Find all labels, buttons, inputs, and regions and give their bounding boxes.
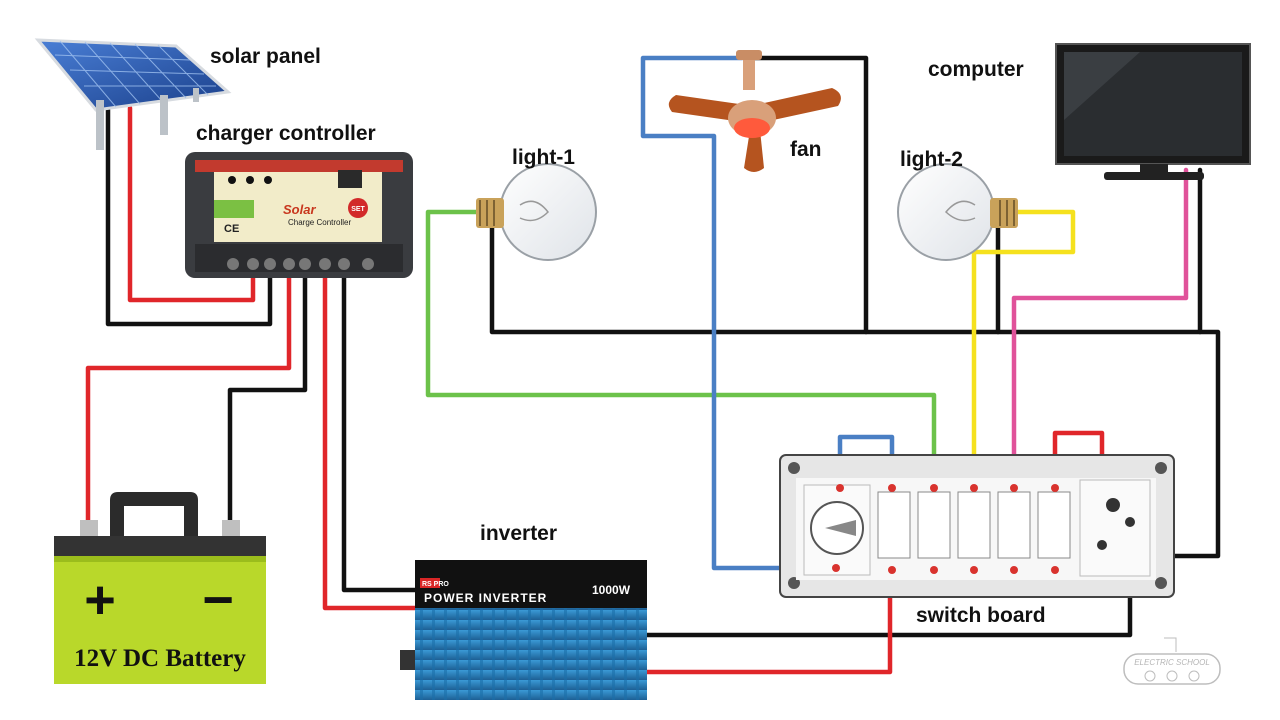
wire-fan-blue xyxy=(640,55,839,571)
set-button-icon xyxy=(348,198,368,218)
wire-battery-red xyxy=(85,259,292,525)
charge-controller: SET CE Solar Charge Controller xyxy=(185,152,413,278)
label-light-1: light-1 xyxy=(512,146,575,169)
switch-2[interactable] xyxy=(917,491,951,559)
power-socket[interactable] xyxy=(1079,479,1151,577)
controller-ce-mark: CE xyxy=(224,223,239,235)
inverter-brand-badge: RS PRO xyxy=(422,581,449,588)
battery: + − 12V DC Battery xyxy=(54,492,266,684)
battery-label: 12V DC Battery xyxy=(74,645,246,672)
inverter: RS PRO POWER INVERTER 1000W xyxy=(400,560,647,700)
label-solar-panel: solar panel xyxy=(210,45,321,68)
wire-computer-pink xyxy=(1011,167,1189,491)
switch-1[interactable] xyxy=(877,491,911,559)
wire-solar-red xyxy=(127,105,256,303)
computer-monitor xyxy=(1055,43,1251,180)
wire-light2-yellow xyxy=(971,209,1076,491)
label-switch-board: switch board xyxy=(916,604,1046,627)
switch-board xyxy=(779,454,1175,598)
solar-panel xyxy=(34,38,232,150)
wire-fan-return xyxy=(752,55,869,335)
switch-4[interactable] xyxy=(997,491,1031,559)
light-1-bulb xyxy=(476,163,597,261)
fan-regulator-knob[interactable] xyxy=(803,484,871,576)
watermark-text: ELECTRIC SCHOOL xyxy=(1134,658,1210,667)
controller-brand: Solar xyxy=(283,202,316,217)
label-computer: computer xyxy=(928,58,1024,81)
label-fan: fan xyxy=(790,138,822,161)
wire-light1-green xyxy=(425,209,937,491)
label-inverter: inverter xyxy=(480,522,557,545)
battery-minus-icon: − xyxy=(202,570,234,630)
wire-battery-black xyxy=(227,259,308,525)
label-charger-controller: charger controller xyxy=(196,122,376,145)
battery-plus-icon: + xyxy=(84,570,116,630)
wires xyxy=(85,55,1221,675)
wire-ac-common-bus xyxy=(489,219,1221,559)
controller-subtitle: Charge Controller xyxy=(288,218,351,227)
switch-5[interactable] xyxy=(1037,491,1071,559)
inverter-power: 1000W xyxy=(592,583,631,597)
wire-inverter-red xyxy=(322,259,423,611)
wire-solar-black xyxy=(105,105,273,327)
switch-3[interactable] xyxy=(957,491,991,559)
wire-light2-return xyxy=(987,219,1001,335)
label-light-2: light-2 xyxy=(900,148,963,171)
light-2-bulb xyxy=(897,163,1018,261)
inverter-title: POWER INVERTER xyxy=(424,591,547,605)
electric-school-logo: ELECTRIC SCHOOL xyxy=(1123,637,1221,685)
ceiling-fan xyxy=(668,50,841,172)
controller-set-label: SET xyxy=(351,206,365,213)
wire-inverter-black xyxy=(341,259,423,593)
